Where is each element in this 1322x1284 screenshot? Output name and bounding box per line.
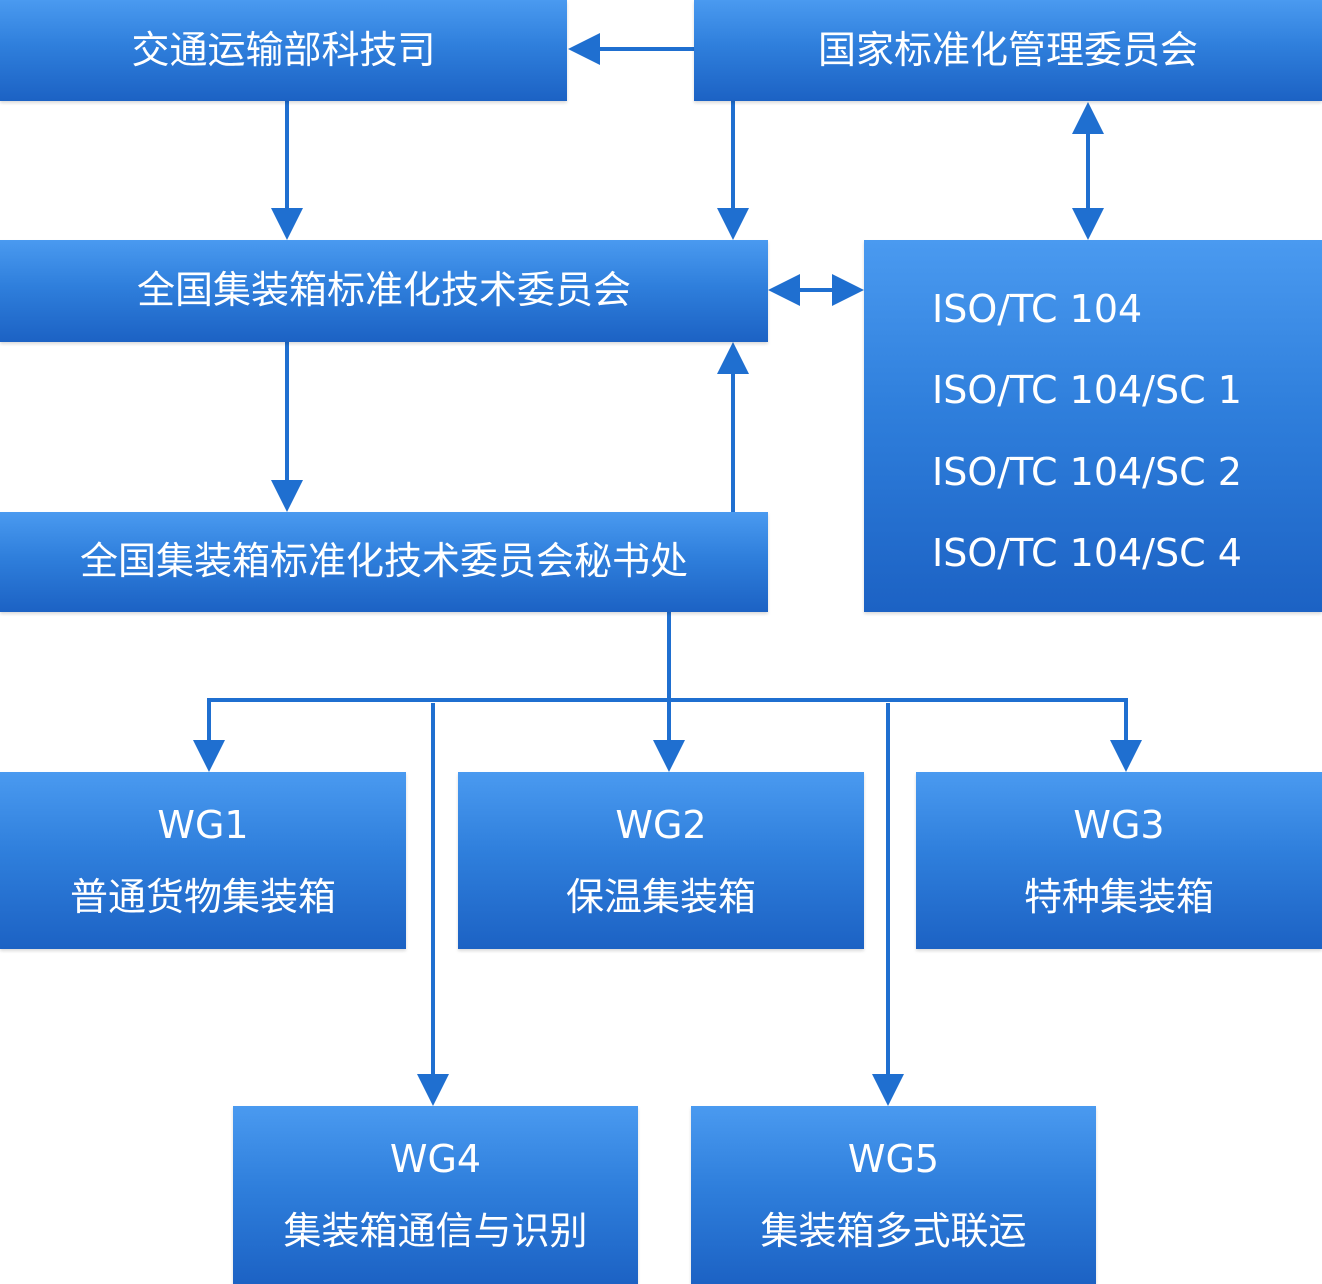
iso-item: ISO/TC 104/SC 2 [932, 449, 1242, 494]
wg5-code: WG5 [847, 1137, 940, 1181]
wg3-name: 特种集装箱 [1023, 874, 1214, 919]
wg4-code: WG4 [389, 1137, 482, 1181]
wg3-code: WG3 [1073, 802, 1165, 847]
wg3-box: WG3 特种集装箱 [916, 772, 1322, 949]
sac-label: 国家标准化管理委员会 [817, 27, 1198, 72]
wg4-name: 集装箱通信与识别 [283, 1209, 588, 1253]
secretariat-box: 全国集装箱标准化技术委员会秘书处 [0, 512, 768, 612]
wg2-code: WG2 [615, 802, 707, 847]
iso-item: ISO/TC 104/SC 4 [932, 531, 1242, 576]
secretariat-label: 全国集装箱标准化技术委员会秘书处 [79, 539, 688, 584]
iso-item: ISO/TC 104 [932, 286, 1143, 331]
wg5-box: WG5 集装箱多式联运 [691, 1106, 1096, 1284]
wg2-name: 保温集装箱 [565, 874, 756, 919]
sac-box: 国家标准化管理委员会 [694, 0, 1322, 101]
wg1-box: WG1 普通货物集装箱 [0, 772, 406, 949]
wg1-code: WG1 [157, 802, 249, 847]
iso-tc104-box: ISO/TC 104 ISO/TC 104/SC 1 ISO/TC 104/SC… [864, 240, 1322, 612]
wg2-box: WG2 保温集装箱 [458, 772, 864, 949]
wg5-name: 集装箱多式联运 [760, 1209, 1027, 1253]
national-tc-box: 全国集装箱标准化技术委员会 [0, 240, 768, 342]
national-tc-label: 全国集装箱标准化技术委员会 [136, 268, 631, 313]
wg1-name: 普通货物集装箱 [69, 874, 336, 919]
mot-tech-dept-label: 交通运输部科技司 [131, 27, 436, 72]
iso-item: ISO/TC 104/SC 1 [932, 368, 1242, 413]
wg4-box: WG4 集装箱通信与识别 [233, 1106, 638, 1284]
mot-tech-dept-box: 交通运输部科技司 [0, 0, 567, 101]
